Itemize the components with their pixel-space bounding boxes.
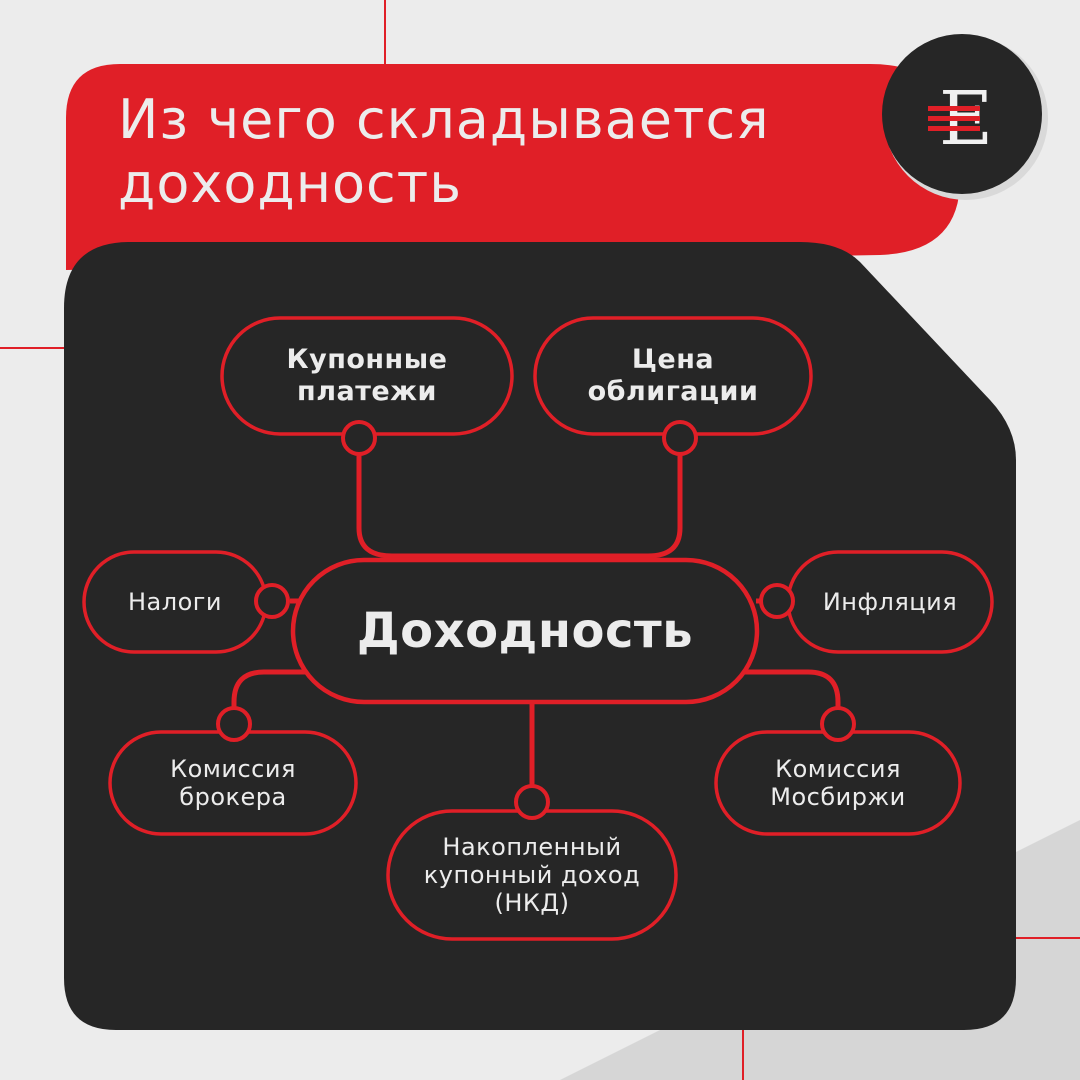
node-center-yield xyxy=(290,557,760,705)
center-yield-label: Доходность xyxy=(293,560,757,702)
dot-price xyxy=(662,420,698,456)
accrued-interest-label: Накопленный купонный доход (НКД) xyxy=(388,811,676,939)
dot-coupon xyxy=(341,420,377,456)
accrued-interest-line-2: купонный доход xyxy=(423,861,641,889)
title-line-2: доходность xyxy=(118,152,463,215)
broker-commission-line-1: Комиссия xyxy=(170,755,296,783)
logo-stripe-2 xyxy=(928,116,980,121)
coupon-payments-line-2: платежи xyxy=(297,376,437,407)
coupon-payments-line-1: Купонные xyxy=(286,344,448,375)
dot-inflation xyxy=(759,583,795,619)
dot-moex xyxy=(820,706,856,742)
broker-commission-label: Комиссия брокера xyxy=(110,732,356,834)
broker-commission-line-2: брокера xyxy=(179,783,287,811)
accrued-interest-line-3: (НКД) xyxy=(494,889,570,917)
connector-top xyxy=(356,454,683,559)
bond-price-line-1: Цена xyxy=(631,344,715,375)
connector-moex xyxy=(742,669,841,708)
coupon-payments-label: Купонные платежи xyxy=(222,318,512,434)
node-pills xyxy=(82,316,994,941)
dot-nkd xyxy=(514,784,550,820)
logo-circle xyxy=(882,34,1042,194)
accrued-interest-line-1: Накопленный xyxy=(442,833,622,861)
connector-dots xyxy=(216,420,856,820)
moex-commission-label: Комиссия Мосбиржи xyxy=(716,732,960,834)
dot-broker xyxy=(216,706,252,742)
page-title: Из чего складывается доходность xyxy=(118,88,770,216)
dot-taxes xyxy=(254,583,290,619)
title-banner xyxy=(66,64,960,270)
inflation-text: Инфляция xyxy=(822,588,958,616)
moex-commission-line-2: Мосбиржи xyxy=(770,783,906,811)
taxes-label: Налоги xyxy=(84,552,266,652)
logo-stripe-1 xyxy=(928,106,980,111)
title-line-1: Из чего складывается xyxy=(118,88,770,151)
moex-commission-line-1: Комиссия xyxy=(775,755,901,783)
inflation-label: Инфляция xyxy=(788,552,992,652)
logo: Е xyxy=(882,34,1048,200)
taxes-text: Налоги xyxy=(128,588,222,616)
connector-broker xyxy=(231,669,312,708)
logo-stripe-3 xyxy=(928,126,980,131)
bond-price-line-2: облигации xyxy=(587,376,759,407)
center-yield-text: Доходность xyxy=(356,603,694,659)
bond-price-label: Цена облигации xyxy=(535,318,811,434)
